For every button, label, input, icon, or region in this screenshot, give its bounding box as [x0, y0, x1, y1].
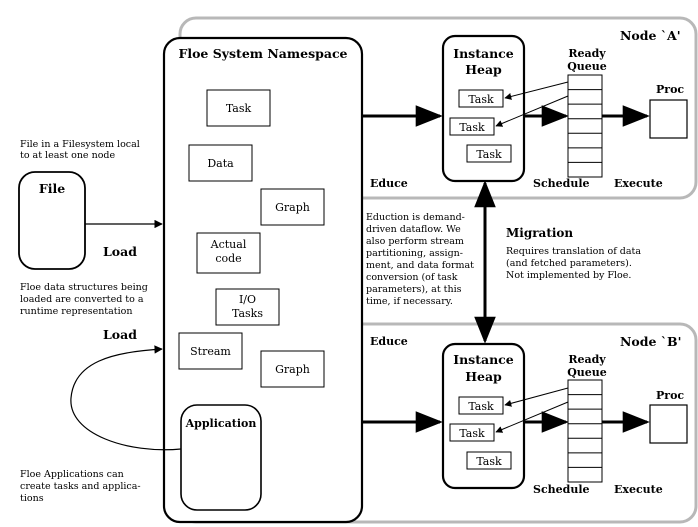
node-a-task-label-2: Task — [459, 121, 485, 134]
file-label: File — [39, 181, 65, 196]
ns-graph-label-2: Graph — [275, 363, 310, 376]
file-shape — [18, 171, 86, 270]
node-b-label: Node `B' — [620, 334, 681, 349]
node-a-queue-label-2: Queue — [567, 60, 607, 73]
educe-note-line-3: also perform stream — [366, 236, 464, 247]
ns-graph-box-2 — [260, 350, 325, 388]
node-b-heap-title-1: Instance — [453, 352, 514, 367]
node-a-queue-pointer-2 — [495, 95, 569, 127]
node-b-task-label-2: Task — [459, 427, 485, 440]
node-b-ready-queue — [567, 379, 603, 483]
application-load-loop — [70, 345, 182, 451]
load-label-bottom: Load — [103, 327, 137, 342]
migration-note-line-3: Not implemented by Floe. — [506, 270, 631, 281]
ns-graph-label-1: Graph — [275, 201, 310, 214]
ns-io-tasks-box — [215, 288, 280, 326]
ns-task-box — [206, 89, 271, 127]
node-b-task-box-3 — [466, 451, 512, 470]
load-note-line-2: loaded are converted to a — [20, 294, 144, 305]
node-b-task-label-1: Task — [468, 400, 494, 413]
application-label: Application — [185, 417, 257, 430]
educe-note-line-5: ment, and data format — [366, 260, 474, 271]
ns-stream-label: Stream — [190, 345, 231, 358]
node-b-educe-label: Educe — [370, 335, 408, 348]
node-a-task-label-3: Task — [476, 148, 502, 161]
node-b-task-box-1 — [458, 396, 504, 415]
apps-note-line-3: tions — [20, 493, 44, 504]
ns-graph-box-1 — [260, 188, 325, 226]
ns-task-label: Task — [226, 102, 252, 115]
node-b-execute-label: Execute — [614, 483, 663, 496]
load-label-top: Load — [103, 244, 137, 259]
ns-io-tasks-line-2: Tasks — [232, 307, 263, 320]
node-a-task-box-3 — [466, 144, 512, 163]
node-a-proc-label: Proc — [656, 83, 684, 96]
ns-data-box — [188, 144, 253, 182]
node-a-task-box-1 — [458, 89, 504, 108]
node-a-task-box-2 — [449, 117, 495, 136]
ns-data-label: Data — [207, 157, 234, 170]
node-a-proc-box — [649, 99, 688, 139]
apps-note-line-1: Floe Applications can — [20, 469, 124, 480]
node-a-queue-label-1: Ready — [568, 47, 606, 60]
node-b-proc-label: Proc — [656, 389, 684, 402]
node-a-queue-pointer-1 — [504, 81, 569, 100]
node-b-queue-label-1: Ready — [568, 353, 606, 366]
migration-title: Migration — [506, 226, 573, 240]
educe-note-line-6: conversion (of task — [366, 272, 458, 283]
application-box — [180, 404, 262, 511]
ns-stream-box — [178, 332, 243, 370]
ns-actual-code-box — [196, 232, 261, 274]
node-b-schedule-label: Schedule — [533, 483, 590, 496]
migration-note-line-2: (and fetched parameters). — [506, 258, 632, 269]
node-b-heap-title-2: Heap — [465, 369, 502, 384]
load-note-line-3: runtime representation — [20, 306, 132, 317]
node-b-task-label-3: Task — [476, 455, 502, 468]
node-a-execute-label: Execute — [614, 177, 663, 190]
node-b-queue-label-2: Queue — [567, 366, 607, 379]
load-note-line-1: Floe data structures being — [20, 282, 148, 293]
node-b-proc-box — [649, 404, 688, 444]
node-a-schedule-label: Schedule — [533, 177, 590, 190]
ns-actual-code-line-1: Actual — [210, 238, 247, 251]
educe-note-line-1: Eduction is demand- — [366, 212, 465, 223]
node-a-ready-queue — [567, 74, 603, 178]
node-a-educe-label: Educe — [370, 177, 408, 190]
ns-io-tasks-line-1: I/O — [239, 293, 256, 306]
node-b-queue-pointer-2 — [495, 401, 569, 433]
node-b-queue-pointer-1 — [504, 387, 569, 407]
apps-note-line-2: create tasks and applica- — [20, 481, 141, 492]
node-b-task-box-2 — [449, 423, 495, 442]
node-a-task-label-1: Task — [468, 93, 494, 106]
namespace-title: Floe System Namespace — [178, 46, 347, 61]
educe-note-line-8: time, if necessary. — [366, 296, 453, 307]
node-a-heap-title-2: Heap — [465, 62, 502, 77]
file-note-line-1: File in a Filesystem local — [20, 139, 140, 150]
educe-note-line-7: parameters), at this — [366, 284, 462, 295]
migration-note-line-1: Requires translation of data — [506, 246, 641, 257]
node-a-label: Node `A' — [620, 28, 681, 43]
node-a-heap-title-1: Instance — [453, 46, 514, 61]
ns-actual-code-line-2: code — [215, 252, 241, 265]
educe-note-line-4: partitioning, assign- — [366, 248, 463, 259]
educe-note-line-2: driven dataflow. We — [366, 224, 461, 235]
file-note-line-2: to at least one node — [20, 150, 115, 161]
